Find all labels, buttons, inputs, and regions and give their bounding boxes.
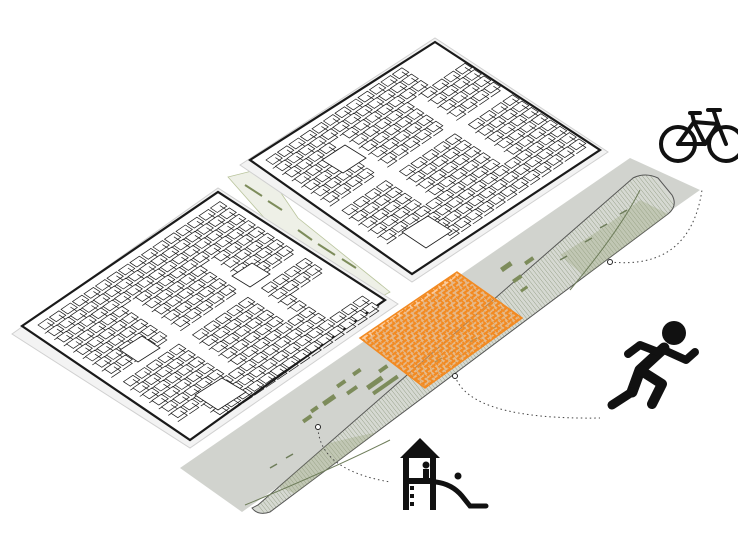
runner-icon [612,321,695,405]
connector-dot-bike [608,260,613,265]
plaza-grid-line [566,260,738,390]
connector-dot-playground [316,425,321,430]
plaza-grid-line [573,260,738,390]
connector-dot-runner [453,374,458,379]
playground-icon [400,438,486,510]
bicycle-icon [661,110,738,161]
plaza-grid-line [554,270,734,400]
